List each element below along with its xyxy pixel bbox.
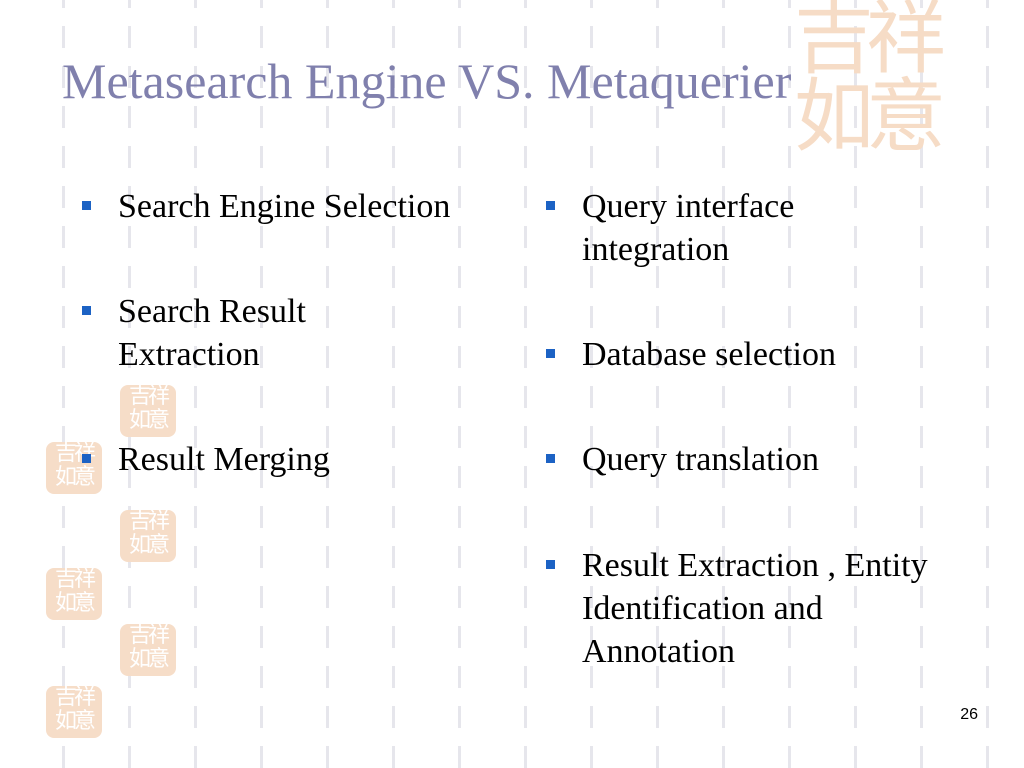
list-item: Result Extraction , Entity Identificatio… [546, 544, 966, 673]
list-item: Query interface integration [546, 185, 846, 271]
page-number: 26 [960, 706, 978, 723]
square-bullet-icon [82, 306, 91, 315]
list-item-text: Result Merging [118, 441, 330, 478]
seal-logo-large: 吉祥如意 [794, 0, 946, 163]
list-item: Database selection [546, 333, 836, 376]
square-bullet-icon [546, 560, 555, 569]
list-item-text: Search Engine Selection [118, 188, 451, 225]
seal-logo-small: 吉祥如意 [46, 686, 102, 738]
seal-logo-small: 吉祥如意 [46, 568, 102, 620]
list-item: Result Merging [82, 438, 330, 481]
list-item-text: Query translation [582, 441, 819, 478]
square-bullet-icon [546, 454, 555, 463]
square-bullet-icon [546, 201, 555, 210]
square-bullet-icon [546, 349, 555, 358]
seal-logo-small: 吉祥如意 [120, 624, 176, 676]
list-item-text: Database selection [582, 336, 836, 373]
list-item: Search Result Extraction [82, 290, 382, 376]
list-item-text: Search Result Extraction [118, 293, 306, 373]
square-bullet-icon [82, 201, 91, 210]
seal-logo-small: 吉祥如意 [120, 510, 176, 562]
list-item-text: Query interface integration [582, 188, 795, 268]
square-bullet-icon [82, 454, 91, 463]
list-item: Search Engine Selection [82, 185, 450, 228]
seal-logo-small: 吉祥如意 [120, 385, 176, 437]
list-item-text: Result Extraction , Entity Identificatio… [582, 547, 928, 670]
list-item: Query translation [546, 438, 819, 481]
slide-title: Metasearch Engine VS. Metaquerier [62, 53, 792, 109]
